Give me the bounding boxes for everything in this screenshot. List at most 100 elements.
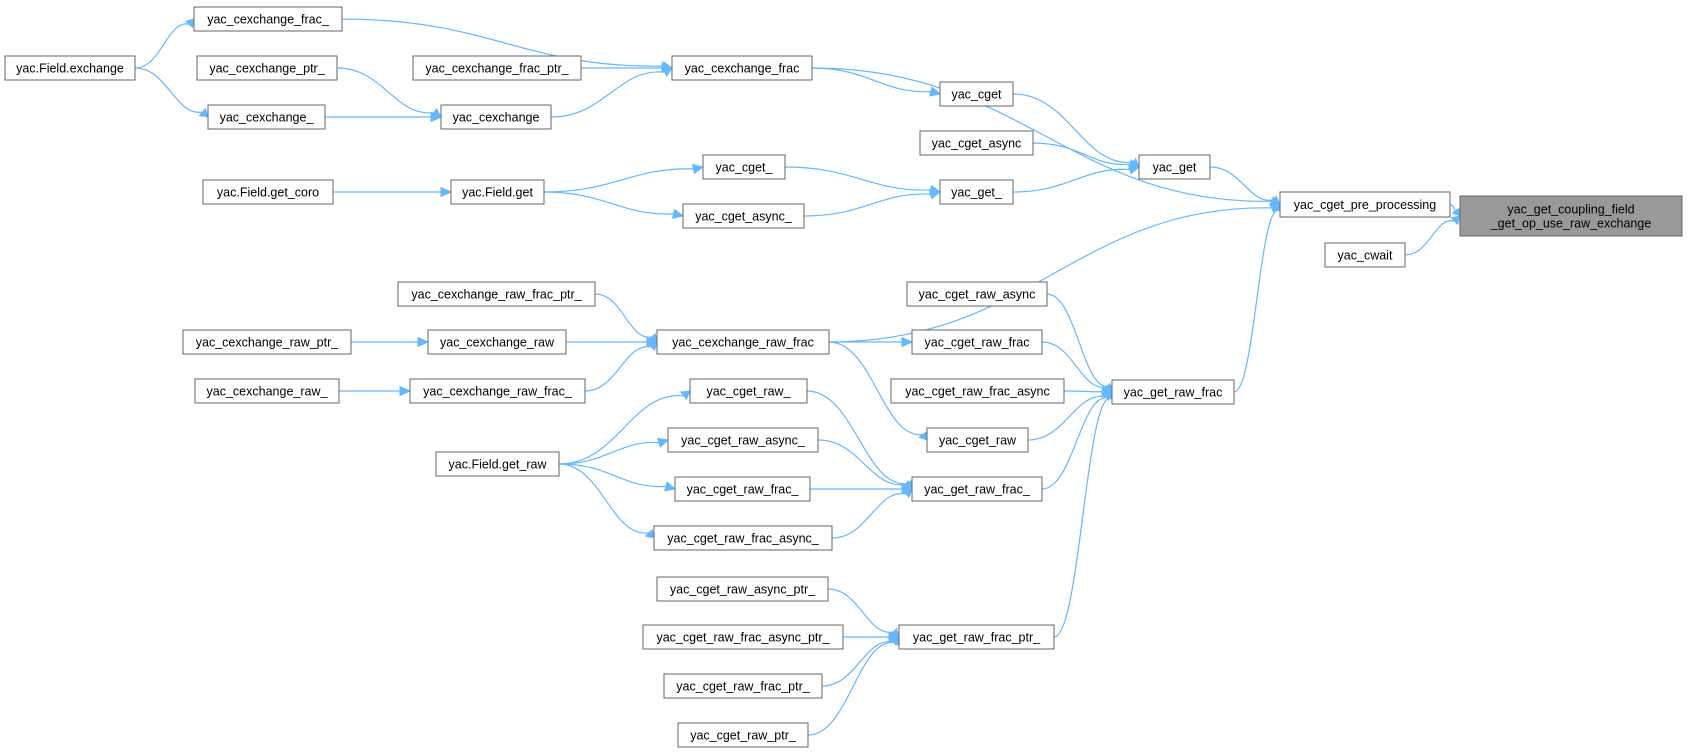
edge-get_-to-yac_get — [1012, 168, 1130, 193]
node-exch-raw-frac-[interactable]: yac_cexchange_raw_frac_ — [409, 378, 586, 404]
node-box — [642, 624, 844, 650]
node-cget-raw-frac-async-[interactable]: yac_cget_raw_frac_async_ — [653, 525, 833, 551]
node-cget-raw-async[interactable]: yac_cget_raw_async — [906, 281, 1048, 307]
node-label: yac_cexchange_ptr_ — [209, 62, 325, 76]
node-box — [450, 179, 545, 205]
arrowhead-icon — [198, 107, 209, 118]
node-cget-raw-frac[interactable]: yac_cget_raw_frac — [911, 329, 1043, 355]
node-label: yac_cexchange_raw_ — [207, 385, 329, 399]
node-box — [911, 329, 1043, 355]
node-label: yac_cexchange — [453, 111, 540, 125]
node-box — [689, 378, 808, 404]
node-label: yac_cget_raw_async_ — [681, 434, 806, 448]
edge-exch-to-exch_frac — [550, 71, 665, 118]
arrowhead-icon — [440, 186, 453, 198]
node-label: yac_cget_raw_ptr_ — [690, 729, 797, 743]
node-label: yac_cwait — [1338, 249, 1393, 263]
arrowhead-icon — [184, 18, 195, 29]
node-box — [702, 154, 786, 180]
node-get-raw-frac-[interactable]: yac_get_raw_frac_ — [911, 476, 1043, 502]
node-field-get[interactable]: yac.Field.get — [450, 179, 545, 205]
node-box — [656, 576, 829, 602]
node-cget-async[interactable]: yac_cget_async — [919, 130, 1034, 156]
node-exch-raw-frac-ptr[interactable]: yac_cexchange_raw_frac_ptr_ — [397, 281, 596, 307]
node-pre[interactable]: yac_cget_pre_processing — [1279, 191, 1451, 218]
node-cget[interactable]: yac_cget — [939, 81, 1014, 107]
node-box — [202, 179, 334, 205]
graph-edges — [134, 18, 1461, 736]
node-label: yac_cget_raw_frac_ — [687, 483, 800, 497]
node-get-raw-frac[interactable]: yac_get_raw_frac — [1111, 379, 1235, 405]
node-label: yac_cget_raw_frac_ptr_ — [676, 680, 810, 694]
node-box — [667, 427, 819, 453]
node-box — [653, 525, 833, 551]
node-box — [906, 281, 1048, 307]
node-exch-raw-ptr[interactable]: yac_cexchange_raw_ptr_ — [182, 329, 352, 355]
node-box — [911, 476, 1043, 502]
node-cget-raw-frac-async[interactable]: yac_cget_raw_frac_async — [890, 378, 1065, 404]
node-field-get-raw[interactable]: yac.Field.get_raw — [435, 451, 560, 477]
node-box — [682, 203, 805, 229]
node-get-[interactable]: yac_get_ — [939, 179, 1014, 205]
node-cget-raw-async-[interactable]: yac_cget_raw_async_ — [667, 427, 819, 453]
node-exch-frac-ptr[interactable]: yac_cexchange_frac_ptr_ — [412, 55, 582, 81]
node-label: yac_get_raw_frac_ — [924, 483, 1031, 497]
node-cget-raw-[interactable]: yac_cget_raw_ — [689, 378, 808, 404]
node-label: yac.Field.get — [462, 186, 533, 200]
node-cget-raw-frac-async-ptr[interactable]: yac_cget_raw_frac_async_ptr_ — [642, 624, 844, 650]
node-cget-async-[interactable]: yac_cget_async_ — [682, 203, 805, 229]
node-label: yac.Field.exchange — [16, 62, 124, 76]
node-cget-[interactable]: yac_cget_ — [702, 154, 786, 180]
arrowhead-icon — [1450, 215, 1461, 226]
node-label: yac_cget_ — [716, 161, 774, 175]
node-label: yac_cget_async — [932, 137, 1022, 151]
node-label: yac_cget_raw — [939, 434, 1017, 448]
node-exch[interactable]: yac_cexchange — [440, 104, 552, 130]
node-box — [656, 329, 830, 355]
node-label: yac_cget_raw_ — [706, 385, 791, 399]
node-label: yac_cget_raw_frac_async_ptr_ — [656, 631, 830, 645]
arrowhead-icon — [430, 111, 443, 123]
node-box — [919, 130, 1034, 156]
node-cget-raw-frac-[interactable]: yac_cget_raw_frac_ — [674, 476, 811, 502]
node-cget-raw-async-ptr[interactable]: yac_cget_raw_async_ptr_ — [656, 576, 829, 602]
edge-cget_raw_-to-get_raw_frac_ — [806, 390, 908, 485]
node-exch-raw-frac[interactable]: yac_cexchange_raw_frac — [656, 329, 830, 355]
node-exch-ptr[interactable]: yac_cexchange_ptr_ — [196, 55, 338, 81]
node-label: yac_cget_async_ — [695, 210, 793, 224]
edge-field_exch-to-exch_frac_ — [134, 23, 190, 69]
node-exch-raw[interactable]: yac_cexchange_raw — [427, 329, 567, 355]
node-box — [926, 427, 1029, 453]
node-exch-frac[interactable]: yac_cexchange_frac — [671, 55, 813, 81]
node-box — [1138, 154, 1211, 180]
arrowhead-icon — [644, 528, 655, 539]
node-exch-[interactable]: yac_cexchange_ — [207, 104, 326, 130]
node-cget-raw-frac-ptr[interactable]: yac_cget_raw_frac_ptr_ — [663, 673, 823, 699]
node-box — [412, 55, 582, 81]
edge-get_raw_frac_-to-get_raw_frac — [1041, 397, 1110, 490]
node-root[interactable]: yac_get_coupling_field_get_op_use_raw_ex… — [1459, 195, 1683, 237]
node-get-raw-frac-ptr[interactable]: yac_get_raw_frac_ptr_ — [898, 624, 1055, 650]
edge-field_get-to-cget_ — [543, 168, 694, 193]
edge-cget_raw_async_-to-get_raw_frac_ — [817, 439, 906, 486]
node-label: yac_cexchange_ — [220, 111, 315, 125]
node-cget-raw-ptr[interactable]: yac_cget_raw_ptr_ — [677, 722, 809, 748]
node-box — [182, 329, 352, 355]
edge-cget_raw_frac_async_-to-get_raw_frac_ — [831, 493, 907, 539]
arrowhead-icon — [901, 336, 914, 348]
node-field-exch[interactable]: yac.Field.exchange — [4, 55, 136, 81]
arrowhead-icon — [671, 208, 685, 219]
edge-get_raw_frac-to-pre — [1233, 209, 1280, 393]
node-label: yac_cget — [951, 88, 1002, 102]
node-yac-get[interactable]: yac_get — [1138, 154, 1211, 180]
node-exch-frac-[interactable]: yac_cexchange_frac_ — [193, 6, 343, 32]
node-box — [397, 281, 596, 307]
node-box — [1459, 195, 1683, 237]
node-cget-raw[interactable]: yac_cget_raw — [926, 427, 1029, 453]
node-exch-raw-[interactable]: yac_cexchange_raw_ — [194, 378, 340, 404]
node-label: yac_cexchange_raw_ptr_ — [196, 336, 339, 350]
node-field-get-coro[interactable]: yac.Field.get_coro — [202, 179, 334, 205]
arrowhead-icon — [657, 437, 670, 448]
edge-cget_raw_async-to-get_raw_frac — [1046, 293, 1110, 387]
node-cwait[interactable]: yac_cwait — [1324, 242, 1406, 268]
